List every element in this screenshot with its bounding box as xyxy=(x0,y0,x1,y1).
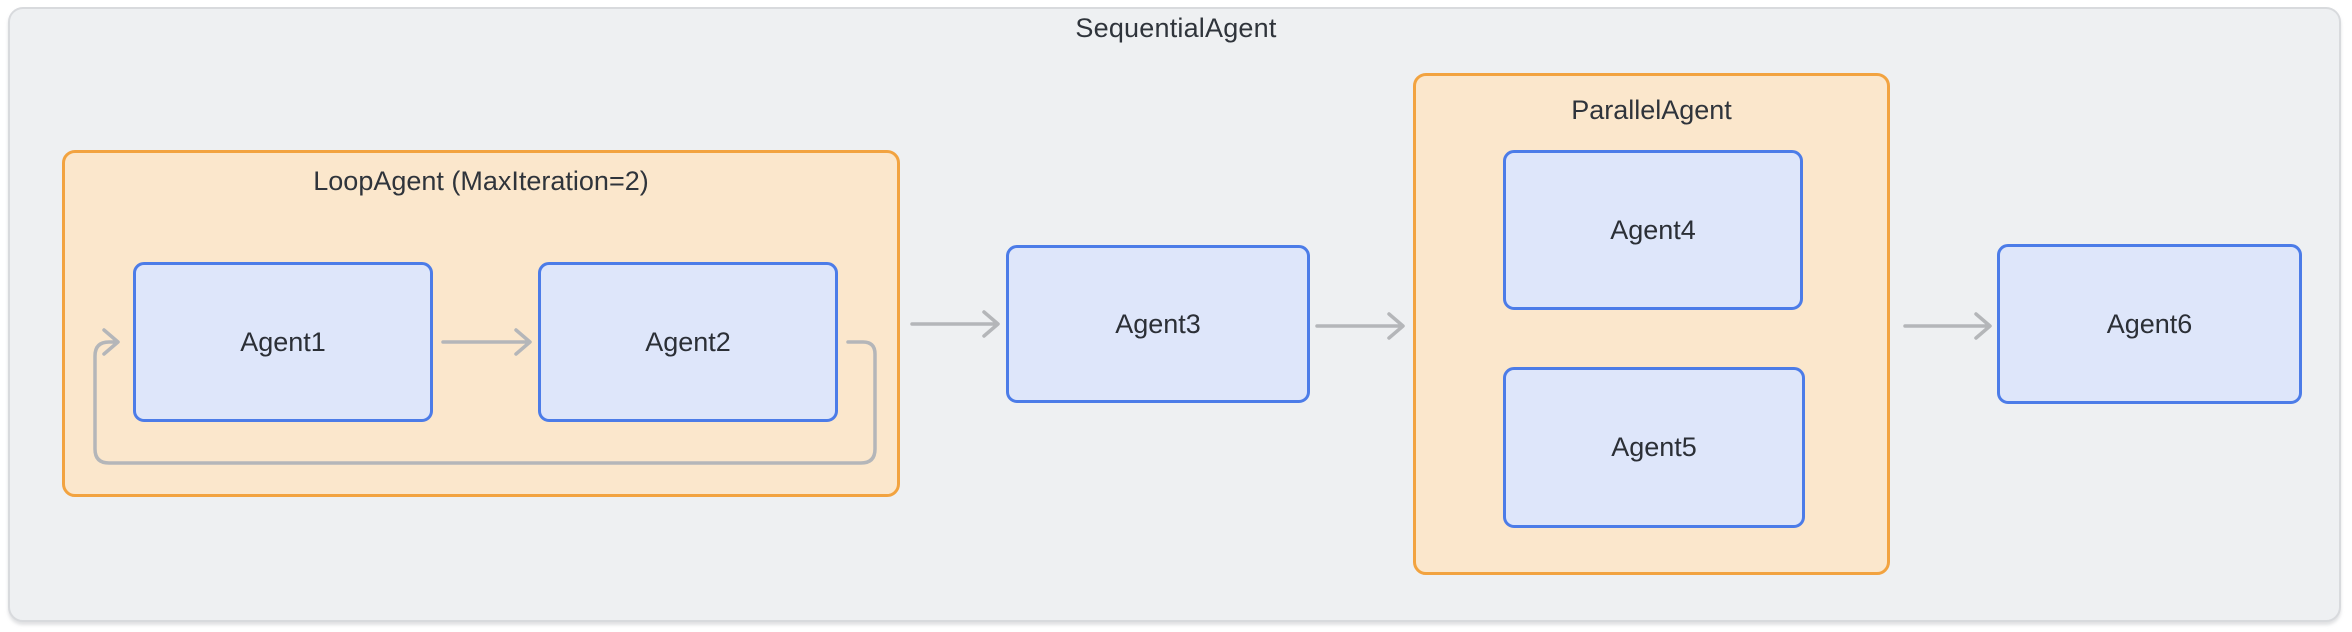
node-agent2-label: Agent2 xyxy=(645,326,731,357)
node-agent1: Agent1 xyxy=(133,262,433,422)
node-agent3: Agent3 xyxy=(1006,245,1310,403)
diagram-title: SequentialAgent xyxy=(1075,13,1277,43)
node-agent3-label: Agent3 xyxy=(1115,308,1201,339)
parallel-agent-label: ParallelAgent xyxy=(1571,95,1732,125)
node-agent2: Agent2 xyxy=(538,262,838,422)
node-agent6-label: Agent6 xyxy=(2106,308,2193,339)
node-agent6: Agent6 xyxy=(1997,244,2302,404)
node-agent1-label: Agent1 xyxy=(240,326,326,357)
node-agent5: Agent5 xyxy=(1503,367,1805,528)
node-agent4-label: Agent4 xyxy=(1610,214,1696,245)
node-agent5-label: Agent5 xyxy=(1611,432,1697,462)
loop-agent-label: LoopAgent (MaxIteration=2) xyxy=(313,166,649,196)
node-agent4: Agent4 xyxy=(1503,150,1803,310)
